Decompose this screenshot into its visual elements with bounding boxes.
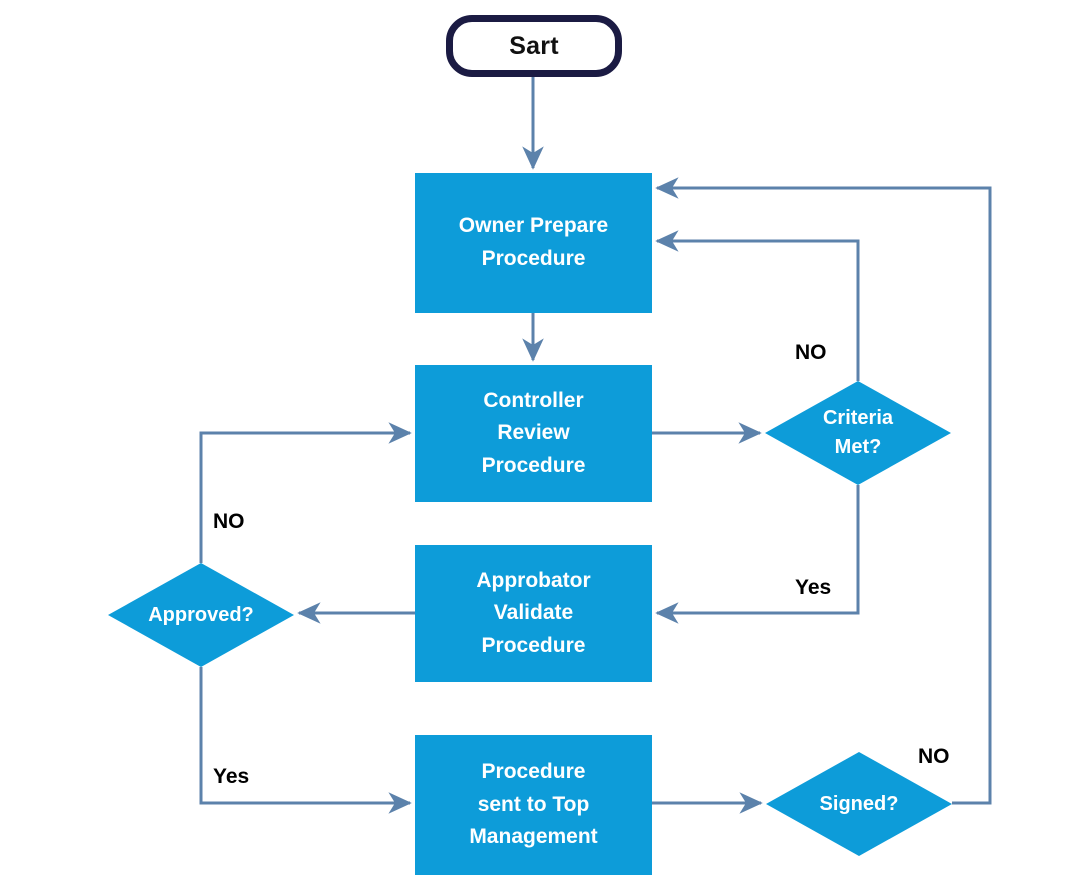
node-approved-decision[interactable]: Approved? xyxy=(108,563,294,667)
node-procedure-sent-to-top-management-label: Procedure sent to Top Management xyxy=(469,760,598,849)
edge-label-approved-yes: Yes xyxy=(213,765,250,788)
node-signed-decision-label: Signed? xyxy=(819,792,899,815)
edge-label-criteria-met-yes: Yes xyxy=(795,576,832,599)
node-approbator-validate-procedure-label: Approbator Validate Procedure xyxy=(476,568,591,657)
node-procedure-sent-to-top-management[interactable]: Procedure sent to Top Management xyxy=(415,735,652,875)
node-criteria-met-decision[interactable]: Criteria Met? xyxy=(765,381,951,485)
edge-label-approved-no: NO xyxy=(213,510,245,533)
node-criteria-met-decision-label: Criteria Met? xyxy=(822,407,893,458)
node-owner-prepare-procedure-label: Owner Prepare Procedure xyxy=(458,214,609,270)
edge-label-signed-no: NO xyxy=(918,745,950,768)
node-owner-prepare-procedure[interactable]: Owner Prepare Procedure xyxy=(415,173,652,313)
edge-approved-no-to-controller-review xyxy=(199,422,412,563)
node-approbator-validate-procedure[interactable]: Approbator Validate Procedure xyxy=(415,545,652,682)
node-controller-review-procedure-label: Controller Review Procedure xyxy=(481,388,586,477)
node-controller-review-procedure[interactable]: Controller Review Procedure xyxy=(415,365,652,502)
edge-criteria-met-no-to-owner-prepare xyxy=(655,230,860,381)
node-approved-decision-label: Approved? xyxy=(148,603,254,626)
node-start-label: Sart xyxy=(509,31,559,60)
node-start[interactable]: Sart xyxy=(446,15,622,77)
edge-label-criteria-met-no: NO xyxy=(795,341,827,364)
node-signed-decision[interactable]: Signed? xyxy=(766,752,952,856)
edge-signed-no-to-owner-prepare xyxy=(655,177,992,805)
